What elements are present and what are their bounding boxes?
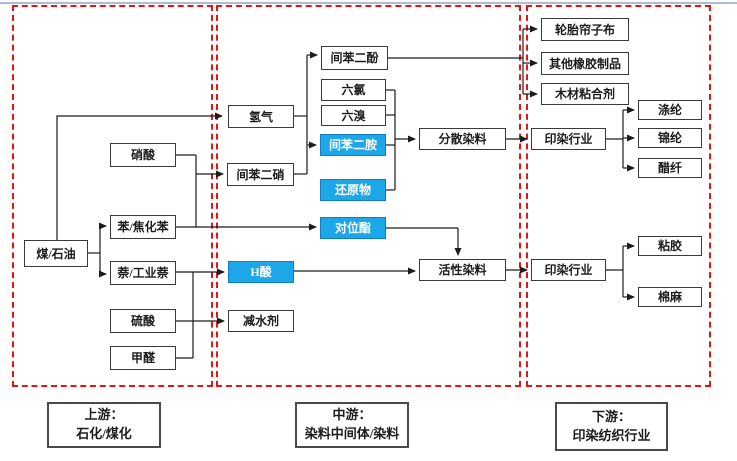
node-nylon: 锦纶 [638,128,702,148]
node-sulfuric-acid: 硫酸 [110,309,176,333]
node-polyester: 涤纶 [638,100,702,120]
stage-downstream-title: 下游： [591,408,631,424]
node-coal-oil: 煤/石油 [24,240,88,267]
upstream-section-outline [12,5,213,387]
top-border-line [0,2,737,4]
node-disperse-dyes: 分散染料 [419,128,506,150]
node-hydrogen: 氢气 [228,105,294,128]
node-formaldehyde: 甲醛 [110,346,176,370]
node-dyeing-industry-bottom: 印染行业 [531,259,606,281]
node-m-phenylenediamine: 间苯二胺 [320,134,386,156]
node-reactive-dyes: 活性染料 [419,259,506,281]
node-cotton-linen: 棉麻 [638,287,702,307]
midstream-section-outline [216,5,521,387]
stage-downstream-subtitle: 印染纺织行业 [572,427,651,443]
stage-midstream-title: 中游： [332,407,372,423]
node-dyeing-industry-top: 印染行业 [531,128,606,150]
node-wood-adhesive: 木材粘合剂 [541,83,629,105]
downstream-section-outline [526,5,711,387]
stage-upstream-title: 上游： [84,407,124,423]
node-nitric-acid: 硝酸 [110,143,176,167]
stage-label-midstream: 中游： 染料中间体/染料 [295,402,409,448]
node-naphthalene: 萘/工业萘 [110,261,176,285]
node-reduced-product: 还原物 [320,179,386,201]
node-para-ester: 对位酯 [320,217,386,239]
node-h-acid: H酸 [228,261,294,283]
node-tire-cord-fabric: 轮胎帘子布 [541,18,629,41]
node-m-dinitrobenzene: 间苯二硝 [227,163,294,186]
stage-label-downstream: 下游： 印染纺织行业 [555,402,668,451]
node-water-reducer: 减水剂 [228,310,294,332]
node-resorcinol: 间苯二酚 [321,46,388,70]
node-benzene-coked-benzene: 苯/焦化苯 [110,215,176,239]
node-hexabromo: 六溴 [321,105,386,126]
node-other-rubber-products: 其他橡胶制品 [541,52,629,75]
node-viscose: 粘胶 [638,236,702,256]
stage-midstream-subtitle: 染料中间体/染料 [304,426,400,441]
stage-upstream-subtitle: 石化/煤化 [76,426,132,441]
stage-label-upstream: 上游： 石化/煤化 [47,402,161,448]
node-acetate-fiber: 醋纤 [638,158,702,178]
node-hexachloro: 六氯 [321,79,386,101]
